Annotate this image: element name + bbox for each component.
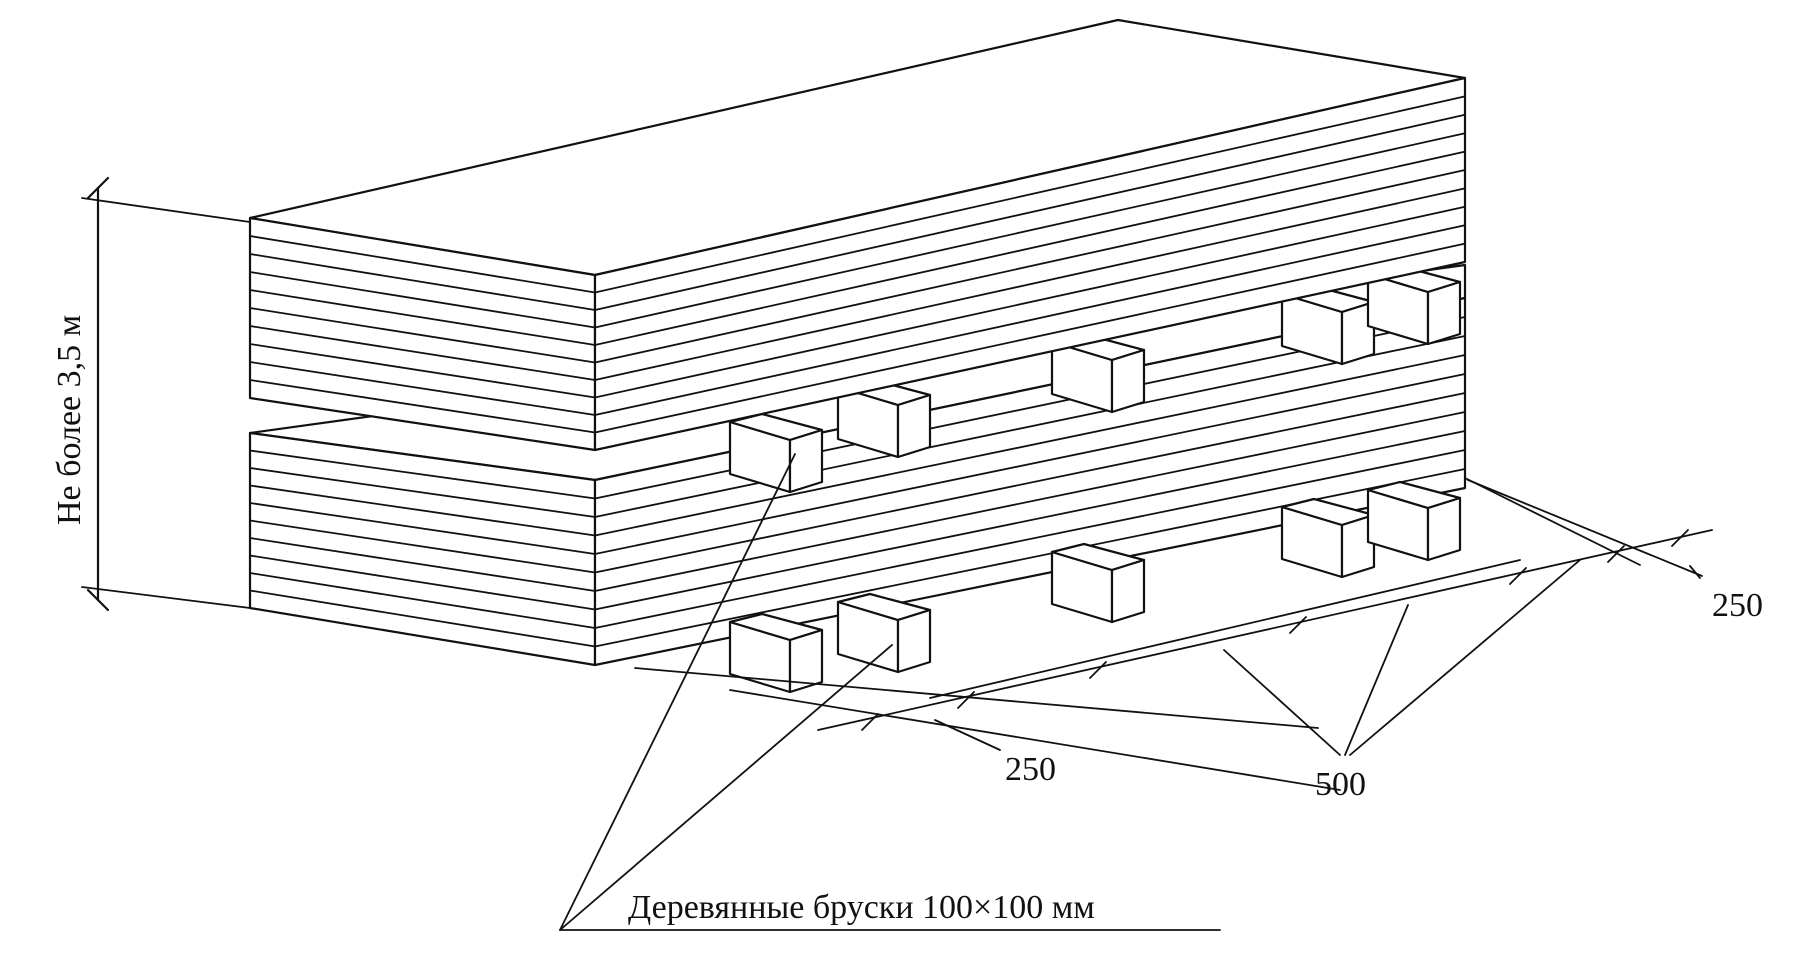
bottom-bars — [728, 480, 1462, 694]
bars-label: Деревянные бруски 100×100 мм — [628, 889, 1095, 926]
plank-line-side — [594, 449, 1466, 629]
bar-bottom-end — [1110, 558, 1146, 624]
plank-line-front — [249, 554, 596, 611]
plank-line-front — [249, 502, 596, 555]
plank-line-side — [594, 392, 1466, 574]
plank-line-side — [594, 468, 1466, 648]
plank-line-front — [249, 343, 596, 399]
plank-line-front — [249, 289, 596, 346]
plank-line-front — [249, 519, 596, 574]
plank-line-side — [594, 430, 1466, 611]
plank-line-side — [594, 224, 1466, 416]
upper-stack — [248, 18, 1467, 452]
spacing-left-label: 250 — [1005, 751, 1056, 788]
plank-line-front — [249, 271, 596, 329]
plank-line-side — [594, 169, 1466, 364]
spacing-right-label: 250 — [1712, 587, 1763, 624]
bar-bottom-end — [1426, 496, 1462, 562]
plank-line-side — [594, 132, 1466, 329]
plank-line-side — [594, 95, 1466, 294]
plank-line-side — [594, 205, 1466, 399]
bar-middle-end — [788, 428, 824, 494]
plank-line-front — [249, 467, 596, 518]
plank-line-front — [249, 572, 596, 629]
plank-line-front — [249, 325, 596, 381]
bar-middle-end — [1426, 280, 1462, 346]
bar-bottom-end — [1340, 513, 1376, 579]
plank-line-front — [249, 589, 596, 648]
bar-bottom-end — [788, 628, 824, 694]
bar-middle-end — [896, 393, 932, 459]
bar-middle-end — [1340, 300, 1376, 366]
bar-bottom-end — [896, 608, 932, 674]
plank-line-front — [249, 537, 596, 592]
plank-line-side — [594, 187, 1466, 381]
plank-line-front — [249, 361, 596, 416]
plank-line-front — [249, 484, 596, 537]
plank-line-front — [249, 307, 596, 364]
plank-line-side — [594, 150, 1466, 346]
spacing-middle-label: 500 — [1315, 766, 1366, 803]
plank-line-side — [594, 373, 1466, 555]
height-label: Не более 3,5 м — [51, 315, 88, 525]
plank-line-side — [594, 242, 1466, 434]
plank-line-front — [249, 253, 596, 311]
floor-dimensions — [634, 477, 1713, 791]
plank-line-side — [594, 113, 1466, 311]
height-dimension: Не более 3,5 м — [51, 176, 251, 612]
plank-line-front — [249, 235, 596, 294]
plank-line-side — [594, 354, 1466, 537]
bar-middle-end — [1110, 348, 1146, 414]
plank-line-front — [249, 379, 596, 434]
bar-leaders — [559, 453, 1221, 931]
plank-line-side — [594, 411, 1466, 592]
plank-line-front — [249, 449, 596, 500]
plank-line-side — [594, 335, 1466, 518]
